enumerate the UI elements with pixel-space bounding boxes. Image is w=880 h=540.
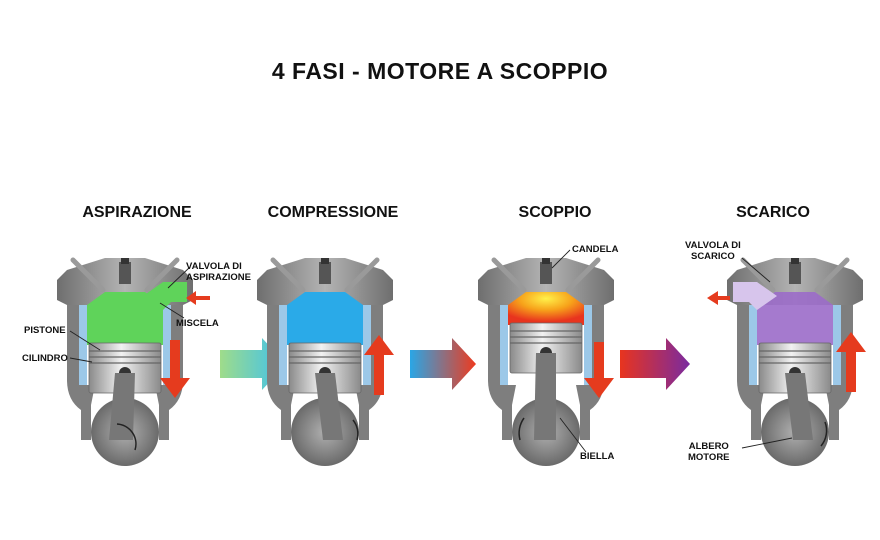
- down-arrow-aspirazione: [160, 340, 190, 398]
- phase-title-scoppio: SCOPPIO: [518, 204, 592, 221]
- label-miscela: MISCELA: [176, 318, 219, 329]
- engine-scoppio: [478, 258, 614, 466]
- label-albero-motore: ALBERO MOTORE: [688, 441, 730, 463]
- label-candela: CANDELA: [572, 244, 619, 255]
- label-cilindro: CILINDRO: [22, 353, 68, 364]
- engine-compressione: [257, 258, 393, 466]
- phase-arrow-3: [620, 338, 690, 390]
- up-arrow-scarico: [836, 332, 866, 392]
- phase-title-scarico: SCARICO: [736, 204, 810, 221]
- phase-title-aspirazione: ASPIRAZIONE: [82, 204, 192, 221]
- exhaust-arrow: [707, 291, 730, 305]
- label-valvola-aspirazione: VALVOLA DI ASPIRAZIONE: [186, 261, 251, 283]
- engine-aspirazione: [57, 258, 193, 466]
- miscela-arrow: [186, 291, 210, 305]
- phase-title-compressione: COMPRESSIONE: [267, 204, 399, 221]
- down-arrow-scoppio: [584, 342, 614, 398]
- label-biella: BIELLA: [580, 451, 615, 462]
- label-valvola-scarico: VALVOLA DI SCARICO: [685, 240, 741, 262]
- engine-scarico: [727, 258, 863, 466]
- up-arrow-compressione: [364, 335, 394, 395]
- page-title: 4 FASI - MOTORE A SCOPPIO: [271, 58, 609, 84]
- phase-arrow-2: [410, 338, 476, 390]
- label-pistone: PISTONE: [24, 325, 66, 336]
